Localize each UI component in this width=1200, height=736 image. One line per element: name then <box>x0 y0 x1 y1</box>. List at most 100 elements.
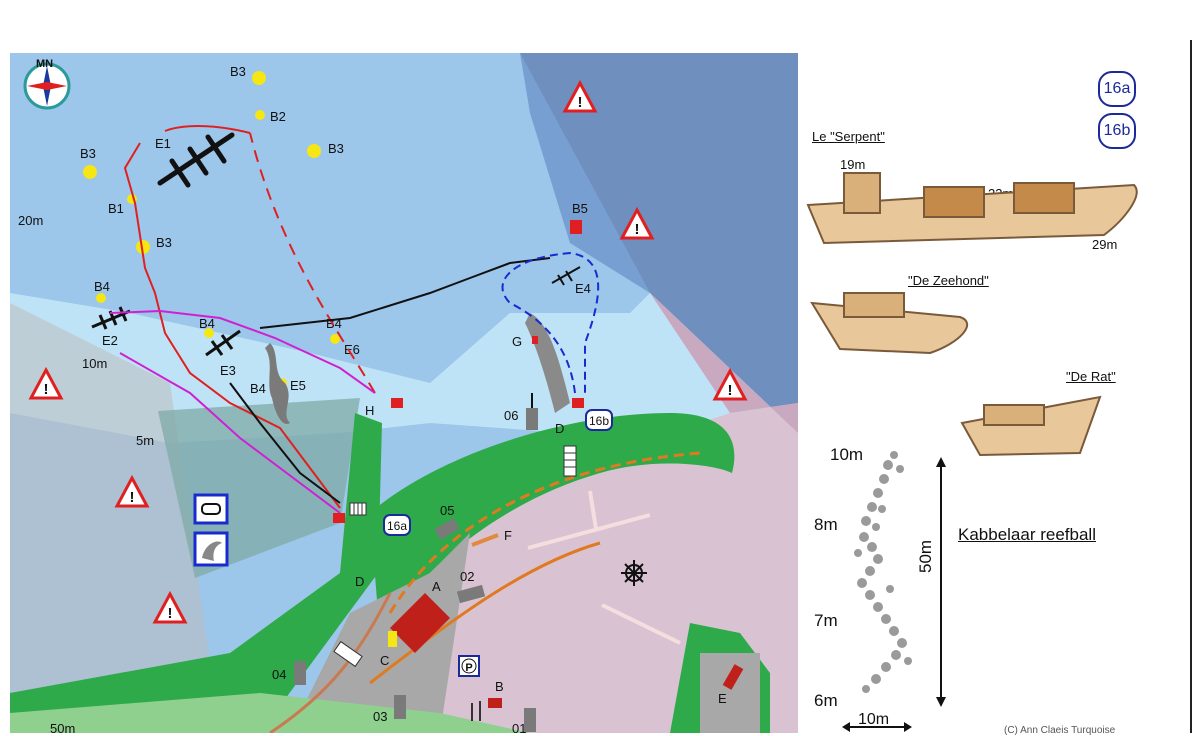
route-magenta <box>109 309 376 514</box>
deep-water-zone <box>520 53 798 433</box>
quay-right <box>700 653 760 733</box>
reefball-width: 10m <box>858 711 890 728</box>
svg-text:!: ! <box>130 489 135 506</box>
entry-04-label: 04 <box>272 667 286 682</box>
deep-gradient <box>520 53 650 293</box>
dive-flag-16b <box>572 398 584 408</box>
wreck-e3-icon <box>205 329 241 357</box>
svg-text:!: ! <box>578 94 583 111</box>
breakwater-light <box>532 336 538 344</box>
dive-mask-icon <box>193 493 229 525</box>
route-badge-16b: 16b <box>585 409 613 431</box>
entry-01-label: 01 <box>512 721 526 733</box>
place-e: E <box>718 691 727 706</box>
restaurant-icon <box>471 701 481 721</box>
place-h: H <box>365 403 374 418</box>
depth-5m: 5m <box>136 433 154 448</box>
svg-text:!: ! <box>635 221 640 238</box>
buoy-b3-left-label: B3 <box>80 146 96 161</box>
buoy-b3-right <box>307 144 321 158</box>
reefball-width-arrow <box>842 722 912 732</box>
buoy-b4-mid <box>204 328 214 338</box>
buoy-b4-right <box>330 334 340 344</box>
parking-icon: P <box>458 655 480 677</box>
jetty-f <box>471 533 499 547</box>
place-f: F <box>504 528 512 543</box>
depth-50m: 50m <box>50 721 75 733</box>
wreck-e5-label: E5 <box>290 378 306 393</box>
wreck-e4-icon <box>551 266 581 286</box>
stairs-16a <box>349 502 367 516</box>
entry-05-icon <box>434 518 460 540</box>
reefball-diagram <box>854 451 912 693</box>
dive-flag-h <box>391 398 403 408</box>
buoy-b5 <box>570 220 582 234</box>
reefball-depth-6m: 6m <box>814 691 838 710</box>
buoy-b4-left-label: B4 <box>94 279 110 294</box>
rat-title: "De Rat" <box>1066 369 1116 384</box>
dolphin-icon <box>193 531 229 567</box>
road-left <box>269 592 392 733</box>
buoy-b3-mid-label: B3 <box>156 235 172 250</box>
building-e <box>722 664 744 690</box>
buoy-b2 <box>255 110 265 120</box>
place-a: A <box>432 579 441 594</box>
warning-sign-2: ! <box>619 206 655 240</box>
buoy-b4-left <box>96 293 106 303</box>
entry-03-icon <box>394 695 406 719</box>
reef-debris <box>265 343 290 424</box>
entry-02-icon <box>456 584 486 604</box>
dive-site-map: ! ! ! ! ! ! MN 20m 10m 5m 50m B3 B2 B3 B… <box>10 53 798 733</box>
pier-curve-land <box>370 413 735 613</box>
buoy-b2-label: B2 <box>270 109 286 124</box>
svg-text:!: ! <box>168 605 173 622</box>
reefball-title: Kabbelaar reefball <box>958 525 1096 544</box>
right-pink-zone <box>650 293 798 433</box>
wreck-e2-label: E2 <box>102 333 118 348</box>
jetty-1 <box>527 513 651 550</box>
dive-flag-left <box>333 513 345 523</box>
serpent-title: Le "Serpent" <box>812 129 885 144</box>
buoy-b3-left <box>83 165 97 179</box>
svg-text:!: ! <box>728 382 733 399</box>
wreck-e1-icon <box>157 132 235 188</box>
buoy-b4-mid-label: B4 <box>199 316 215 331</box>
route-blue-dashed <box>501 251 600 394</box>
serpent-29m: 29m <box>1092 237 1118 252</box>
entry-01-icon <box>524 708 536 732</box>
svg-text:!: ! <box>44 381 49 398</box>
reefball-length: 50m <box>916 539 935 573</box>
reefball-length-arrow <box>936 457 946 707</box>
warning-sign-3: ! <box>28 366 64 400</box>
road-solid <box>369 541 601 685</box>
compass-label: MN <box>36 58 53 70</box>
ship-wheel-icon <box>621 560 647 586</box>
svg-text:P: P <box>465 662 472 674</box>
warning-sign-5: ! <box>114 474 150 508</box>
pier-left-land <box>10 413 382 733</box>
buoy-b3-right-label: B3 <box>328 141 344 156</box>
warning-sign-6: ! <box>152 590 188 624</box>
entry-02-label: 02 <box>460 569 474 584</box>
entry-04-icon <box>294 661 306 685</box>
place-g: G <box>512 334 522 349</box>
compass-rose-icon <box>23 62 71 110</box>
building-c <box>388 631 397 647</box>
buoy-b4-bottom-label: B4 <box>250 381 266 396</box>
serpent-ship-icon <box>806 172 1138 245</box>
reefball-depth-7m: 7m <box>814 611 838 630</box>
entry-03-label: 03 <box>373 709 387 724</box>
route-black <box>229 257 551 504</box>
reefball-depth-10m: 10m <box>830 445 864 464</box>
buoy-b3-top-label: B3 <box>230 64 246 79</box>
route-badge-16a: 16a <box>383 514 411 536</box>
jetty-2 <box>588 490 598 530</box>
depth-10m: 10m <box>82 356 107 371</box>
svg-text:16b: 16b <box>589 414 609 428</box>
depth-20m: 20m <box>18 213 43 228</box>
entry-06-label: 06 <box>504 408 518 423</box>
bottom-land <box>10 693 530 733</box>
zeehond-ship-icon <box>810 292 968 355</box>
quay-area <box>290 533 470 733</box>
jetty-3 <box>601 603 681 645</box>
